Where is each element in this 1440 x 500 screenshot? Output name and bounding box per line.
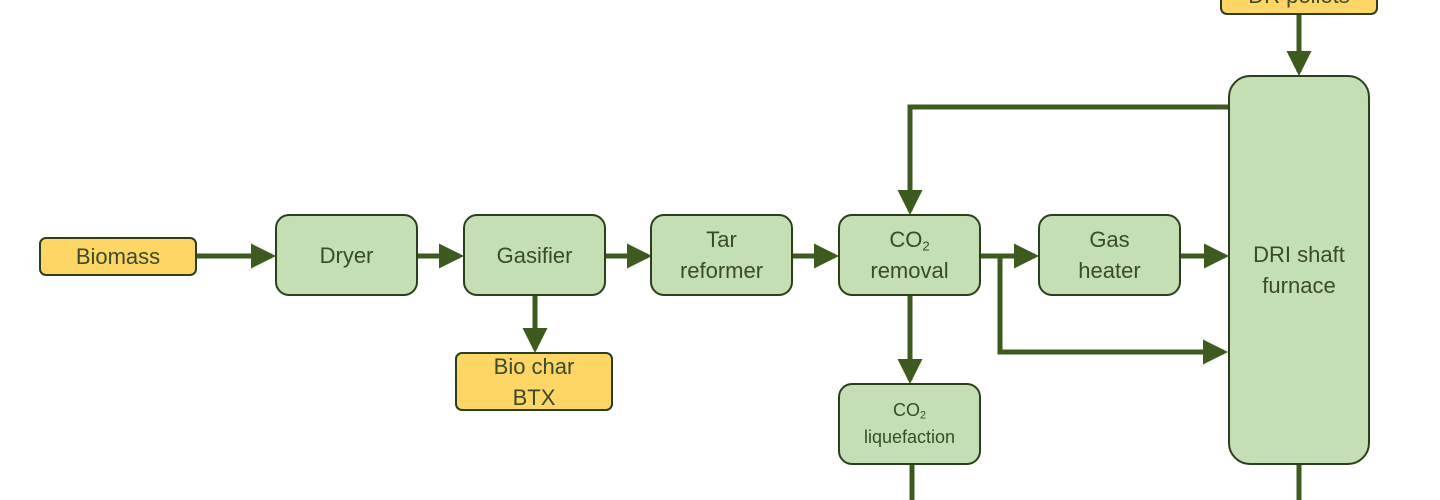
biomass-label: Biomass: [75, 244, 161, 269]
gasifier-box: Gasifier: [463, 214, 606, 296]
co2-liquefaction-subscript: 2: [919, 409, 926, 422]
dri-shaft-furnace-box: DRI shaft furnace: [1228, 75, 1370, 465]
arrow-bypass-to-dri-furnace: [997, 256, 1229, 365]
gas-heater-label-line2: heater: [1078, 258, 1141, 283]
dri-shaft-furnace-label-line1: DRI shaft: [1253, 242, 1345, 267]
arrow-recycle-top-gas: [897, 104, 1230, 216]
gas-heater-box: Gas heater: [1038, 214, 1181, 296]
dri-shaft-furnace-label-line2: furnace: [1262, 273, 1336, 298]
co2-liquefaction-label-line2: liquefaction: [863, 427, 956, 447]
co2-removal-label-line2: removal: [870, 258, 949, 283]
biochar-btx-box: Bio char BTX: [455, 352, 613, 411]
co2-removal-label-line1: CO2: [870, 224, 948, 255]
co2-removal-box: CO2 removal: [838, 214, 981, 296]
tar-reformer-label-line2: reformer: [679, 258, 764, 283]
gasifier-label: Gasifier: [496, 242, 573, 268]
biomass-box: Biomass: [39, 237, 197, 276]
gas-heater-label-line1: Gas: [1089, 227, 1130, 252]
co2-removal-co-text: CO: [889, 227, 923, 252]
co2-liquefaction-co-text: CO: [892, 400, 920, 420]
dryer-box: Dryer: [275, 214, 418, 296]
co2-liquefaction-box: CO2 liquefaction: [838, 383, 981, 465]
dryer-label: Dryer: [319, 242, 374, 268]
biochar-btx-label-line2: BTX: [512, 384, 556, 410]
dr-pellets-box: DR pellets: [1220, 0, 1378, 15]
co2-removal-subscript: 2: [922, 238, 930, 254]
tar-reformer-label-line1: Tar: [706, 227, 737, 252]
biochar-btx-label-line1: Bio char: [493, 353, 575, 379]
dr-pellets-label: DR pellets: [1248, 0, 1349, 11]
co2-liquefaction-label-line1: CO2: [864, 397, 955, 424]
tar-reformer-box: Tar reformer: [650, 214, 793, 296]
